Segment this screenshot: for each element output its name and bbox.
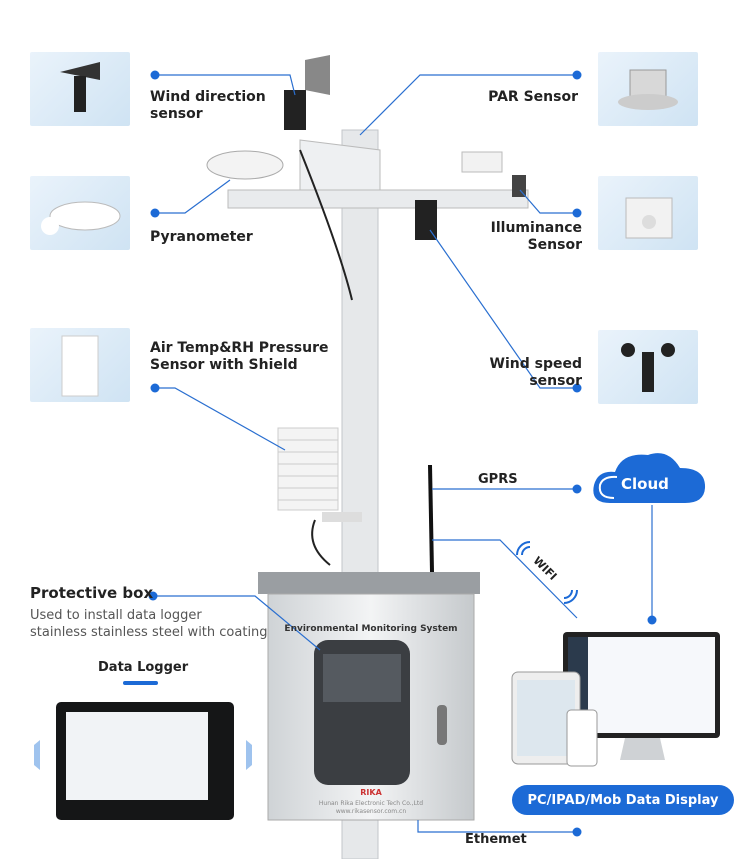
box-brand: RIKA xyxy=(360,788,382,797)
wind-speed-sensor-image xyxy=(598,330,698,404)
underline xyxy=(123,681,158,685)
par-label: PAR Sensor xyxy=(488,89,578,105)
box-url: www.rikasensor.com.cn xyxy=(335,808,407,815)
pyranometer-label: Pyranometer xyxy=(150,229,253,245)
box-title: Environmental Monitoring System xyxy=(284,624,458,634)
radiation-shield xyxy=(277,427,362,566)
air-temp-sensor-image xyxy=(30,328,130,402)
cloud-icon xyxy=(593,453,706,503)
wind-direction-sensor-image xyxy=(30,52,130,126)
box-company: Hunan Rika Electronic Tech Co.,Ltd xyxy=(318,800,424,807)
ethernet-label: Ethemet xyxy=(465,832,527,847)
display-devices xyxy=(511,632,720,767)
display-label: PC/IPAD/Mob Data Display xyxy=(512,785,734,815)
data-logger-label: Data Logger xyxy=(98,660,189,675)
cloud-label: Cloud xyxy=(621,475,669,493)
pyranometer-device xyxy=(206,150,284,180)
data-logger-device xyxy=(34,702,252,820)
protective-box-label: Protective box xyxy=(30,584,154,602)
wifi-icon xyxy=(516,541,578,604)
wind-vane xyxy=(284,90,306,130)
crossarm xyxy=(227,189,529,209)
box-lid xyxy=(258,572,480,594)
antenna xyxy=(428,464,434,573)
par-sensor-image xyxy=(598,52,698,126)
illuminance-sensor-image xyxy=(598,176,698,250)
pyranometer-image xyxy=(30,176,130,250)
gprs-label: GPRS xyxy=(478,472,518,487)
